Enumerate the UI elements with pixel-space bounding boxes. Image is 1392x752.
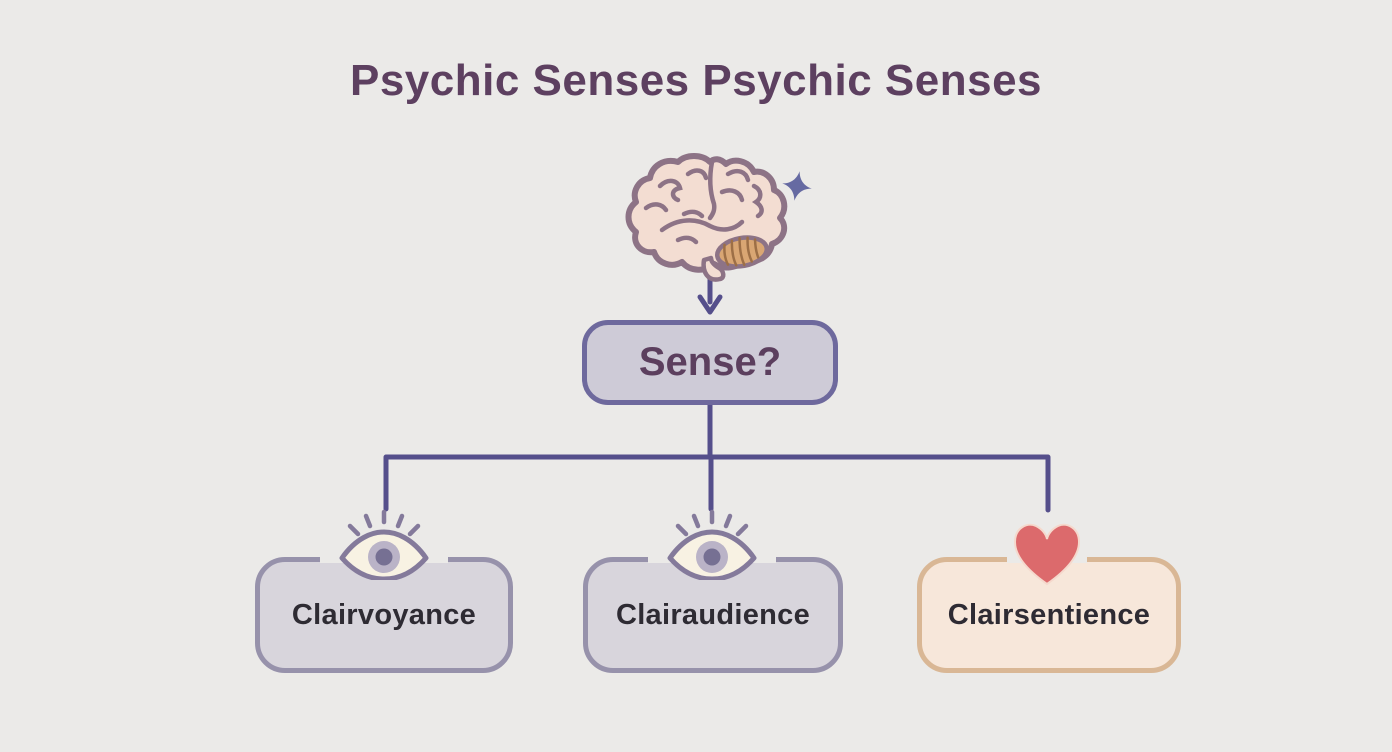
node-clairsentience-label: Clairsentience bbox=[947, 598, 1151, 631]
eye-lashes bbox=[675, 509, 749, 537]
eye-icon bbox=[648, 509, 776, 580]
sparkle-icon bbox=[782, 171, 812, 201]
node-clairaudience-label: Clairaudience bbox=[615, 598, 811, 631]
eye-icon bbox=[320, 509, 448, 580]
eye-pupil bbox=[375, 548, 393, 566]
node-sense: Sense? bbox=[582, 320, 838, 405]
heart-icon bbox=[1007, 523, 1087, 586]
eye-lashes bbox=[347, 509, 421, 537]
node-sense-label: Sense? bbox=[638, 340, 782, 384]
page-title: Psychic Senses Psychic Senses bbox=[349, 56, 1043, 105]
branch-bus-line bbox=[383, 454, 1051, 513]
brain-icon bbox=[625, 153, 788, 282]
eye-pupil bbox=[703, 548, 721, 566]
node-clairvoyance-label: Clairvoyance bbox=[291, 598, 477, 631]
cerebellum bbox=[715, 235, 769, 269]
arrow-head-icon bbox=[697, 294, 723, 315]
